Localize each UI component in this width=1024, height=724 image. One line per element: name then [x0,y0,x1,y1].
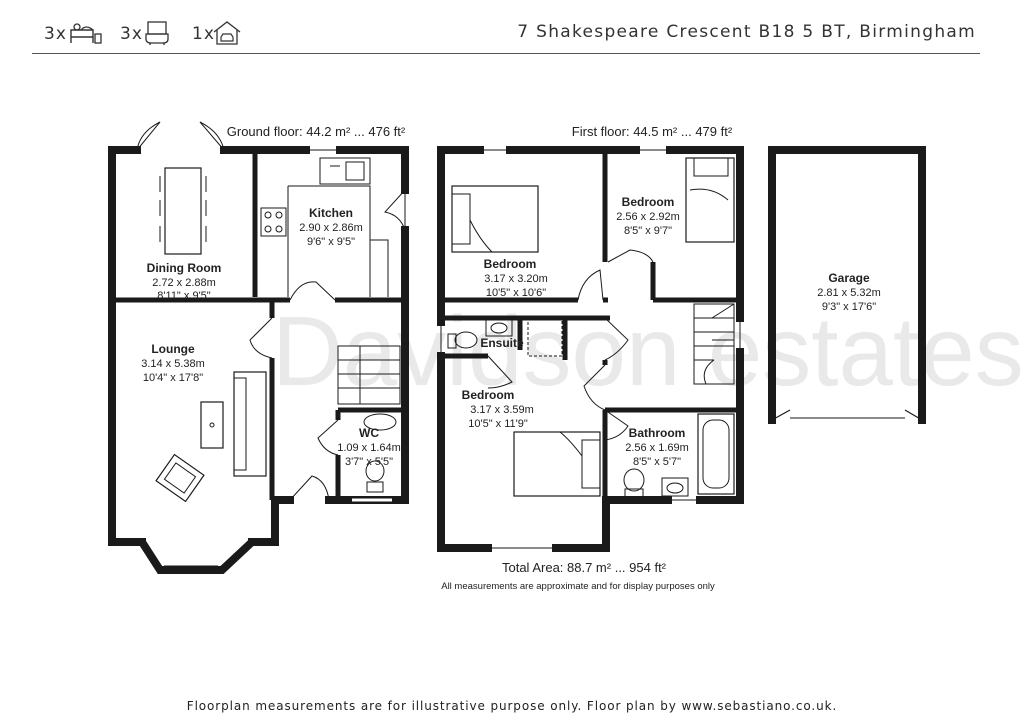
room-imperial-garage: 9'3" x 17'6" [822,301,876,313]
room-name-dining: Dining Room [147,261,222,275]
room-name-garage: Garage [828,271,870,285]
room-name-bedroom1: Bedroom [484,257,537,271]
bedrooms-count: 3x [44,24,67,44]
room-name-kitchen: Kitchen [309,206,353,220]
room-imperial-dining: 8'11" x 9'5" [157,290,210,302]
bath-icon [144,20,172,46]
room-metric-bedroom1: 3.17 x 3.20m [484,273,548,285]
room-name-bedroom2: Bedroom [622,195,675,209]
header-bar: 3x 3x 1x 7 Shakespeare Crescent B18 5 BT… [0,14,1024,54]
property-address: 7 Shakespeare Crescent B18 5 BT, Birming… [517,22,976,42]
room-metric-garage: 2.81 x 5.32m [817,287,881,299]
bathrooms-count: 3x [120,24,143,44]
room-metric-dining: 2.72 x 2.88m [152,277,216,289]
room-metric-wc: 1.09 x 1.64m [337,442,401,454]
room-metric-lounge: 3.14 x 5.38m [141,358,205,370]
room-imperial-lounge: 10'4" x 17'8" [143,372,203,384]
room-imperial-kitchen: 9'6" x 9'5" [307,236,355,248]
total-area: Total Area: 88.7 m² ... 954 ft² [502,560,667,575]
ground-floor-title: Ground floor: 44.2 m² ... 476 ft² [227,124,406,139]
room-imperial-bedroom1: 10'5" x 10'6" [486,287,546,299]
room-name-ensuite: Ensuite [480,336,524,350]
room-imperial-wc: 3'7" x 5'5" [345,456,393,468]
room-metric-bedroom2: 2.56 x 2.92m [616,211,680,223]
room-name-wc: WC [359,426,379,440]
garage-count: 1x [192,24,215,44]
ground-floor-plan [108,121,409,574]
first-floor-plan [437,146,926,552]
room-metric-bathroom: 2.56 x 1.69m [625,442,689,454]
room-name-lounge: Lounge [151,342,195,356]
room-name-bathroom: Bathroom [629,426,686,440]
room-metric-kitchen: 2.90 x 2.86m [299,222,363,234]
room-imperial-bedroom3: 10'5" x 11'9" [468,418,528,430]
room-imperial-bathroom: 8'5" x 5'7" [633,456,681,468]
garage-icon [212,20,241,46]
watermark-text: Davidson estates [272,296,1024,406]
room-metric-bedroom3: 3.17 x 3.59m [470,404,534,416]
measurement-disclaimer: All measurements are approximate and for… [441,581,715,592]
room-name-bedroom3: Bedroom [462,388,515,402]
first-floor-title: First floor: 44.5 m² ... 479 ft² [572,124,733,139]
room-imperial-bedroom2: 8'5" x 9'7" [624,225,672,237]
header-divider [32,53,980,54]
footer-note: Floorplan measurements are for illustrat… [186,699,838,713]
bed-icon [68,20,102,46]
